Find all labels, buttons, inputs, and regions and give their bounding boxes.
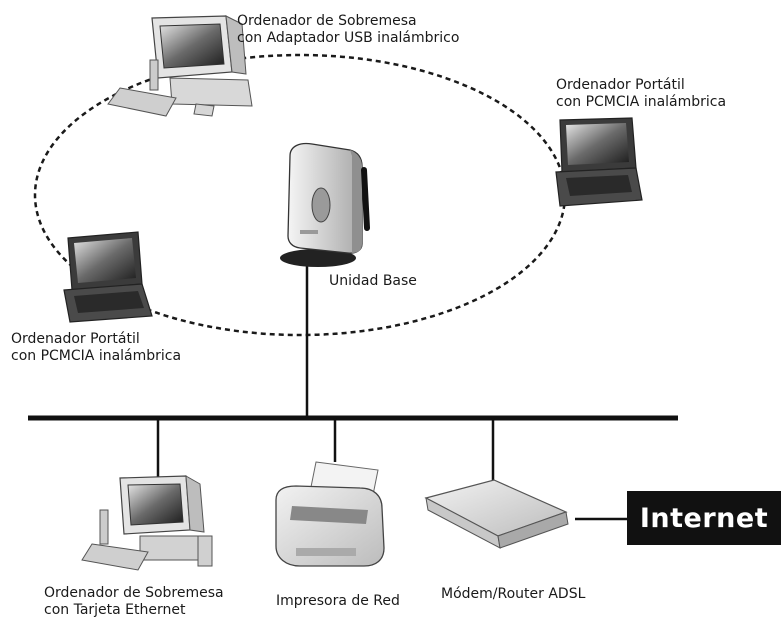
access-point-icon [280, 142, 370, 267]
base-unit-label-text: Unidad Base [329, 273, 417, 289]
laptop-right-label-line2: con PCMCIA inalámbrica [556, 94, 727, 110]
modem-label: Módem/Router ADSL [441, 586, 585, 603]
modem-router-icon [424, 479, 569, 549]
desktop-usb-label-line2: con Adaptador USB inalámbrico [237, 30, 460, 46]
printer-icon [275, 461, 385, 567]
printer-label-text: Impresora de Red [276, 593, 400, 609]
desktop-ethernet-label-line1: Ordenador de Sobremesa [44, 585, 224, 601]
internet-badge: Internet [627, 491, 781, 545]
printer-label: Impresora de Red [276, 593, 400, 610]
laptop-icon [63, 231, 153, 323]
desktop-computer-icon [81, 475, 213, 571]
laptop-icon [555, 117, 643, 207]
modem-label-text: Módem/Router ADSL [441, 586, 586, 602]
desktop-usb-label: Ordenador de Sobremesa con Adaptador USB… [237, 13, 459, 47]
laptop-left-label: Ordenador Portátil con PCMCIA inalámbric… [11, 331, 181, 365]
desktop-usb-label-line1: Ordenador de Sobremesa [237, 13, 417, 29]
laptop-right-label-line1: Ordenador Portátil [556, 77, 685, 93]
base-unit-label: Unidad Base [329, 273, 417, 290]
desktop-ethernet-label-line2: con Tarjeta Ethernet [44, 602, 186, 618]
desktop-ethernet-label: Ordenador de Sobremesa con Tarjeta Ether… [44, 585, 224, 619]
laptop-right-label: Ordenador Portátil con PCMCIA inalámbric… [556, 77, 726, 111]
internet-label: Internet [639, 502, 769, 534]
laptop-left-label-line2: con PCMCIA inalámbrica [11, 348, 182, 364]
laptop-left-label-line1: Ordenador Portátil [11, 331, 140, 347]
desktop-computer-icon [107, 15, 253, 117]
